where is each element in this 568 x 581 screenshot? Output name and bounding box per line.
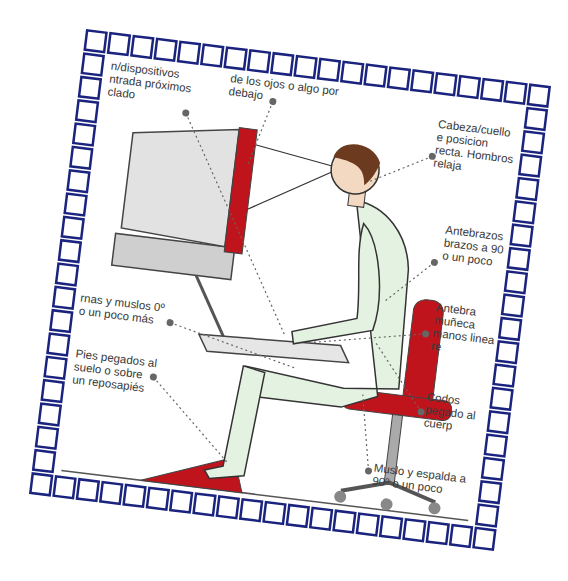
border-tile — [240, 499, 262, 521]
callout-label: Antebra muñeca manos linea re — [430, 301, 498, 360]
border-tile — [59, 240, 81, 262]
border-tile — [48, 334, 70, 356]
border-tile — [528, 85, 550, 107]
border-tile — [45, 357, 67, 379]
border-tile — [474, 528, 496, 550]
border-tile — [519, 155, 541, 177]
border-tile — [479, 481, 501, 503]
torso-thigh — [240, 189, 421, 414]
border-tile — [62, 217, 84, 239]
leader-lines — [144, 91, 456, 486]
border-tile — [505, 271, 527, 293]
border-tile — [56, 264, 78, 286]
border-tile — [33, 450, 55, 472]
border-tile — [508, 248, 530, 270]
border-tile — [82, 54, 104, 76]
border-tile — [68, 170, 90, 192]
lower-leg — [203, 363, 265, 484]
border-tile — [499, 318, 521, 340]
border-tile — [494, 365, 516, 387]
border-tile — [39, 404, 61, 426]
border-tile — [271, 53, 293, 75]
border-tile — [70, 147, 92, 169]
border-tile — [427, 522, 449, 544]
border-tile — [502, 295, 524, 317]
border-tile — [485, 435, 507, 457]
border-tile — [54, 476, 76, 498]
border-tile — [341, 62, 363, 84]
border-tile — [194, 494, 216, 516]
border-tile — [505, 82, 527, 104]
border-tile — [404, 519, 426, 541]
border-tile — [79, 77, 101, 99]
border-tile — [488, 411, 510, 433]
callout-label: Antebrazos brazos a 90 o un poco — [442, 224, 508, 270]
monitor-screen — [121, 117, 240, 247]
chair-wheel — [334, 490, 347, 503]
callout-label: Cabeza/cuello e posicion recta. Hombros … — [433, 118, 521, 180]
border-tile — [36, 427, 58, 449]
border-tile — [365, 65, 387, 87]
border-tile — [525, 108, 547, 130]
border-tile — [357, 514, 379, 536]
border-tile — [225, 48, 247, 70]
border-tile — [178, 42, 200, 64]
arm — [290, 216, 388, 353]
border-tile — [201, 45, 223, 67]
border-tile — [310, 508, 332, 530]
border-tile — [334, 511, 356, 533]
border-tile — [482, 458, 504, 480]
sight-line — [248, 158, 341, 220]
border-tile — [108, 33, 130, 55]
border-tile — [491, 388, 513, 410]
callout-label: Codos pegado al cuerp — [423, 391, 487, 437]
border-tile — [380, 516, 402, 538]
border-tile — [496, 341, 518, 363]
border-tile — [522, 131, 544, 153]
hair — [331, 142, 382, 187]
background — [28, 28, 552, 552]
border-tile — [264, 502, 286, 524]
border-tile — [481, 79, 503, 101]
tray-arm — [189, 275, 231, 337]
border-tile — [147, 488, 169, 510]
border-tile — [50, 310, 72, 332]
ergonomics-illustration — [28, 28, 552, 552]
border-tile — [76, 100, 98, 122]
border-tile — [155, 39, 177, 61]
leader-dots — [141, 87, 460, 480]
border-tile — [511, 225, 533, 247]
border-tile — [73, 124, 95, 146]
border-tile — [476, 505, 498, 527]
border-tile — [514, 201, 536, 223]
chair-wheel — [428, 502, 441, 515]
border-tile — [411, 70, 433, 92]
border-tile — [435, 73, 457, 95]
border-tile — [85, 30, 107, 52]
tiled-frame: n/dispositivos ntrada próximos cladode l… — [28, 28, 552, 552]
border-tile — [450, 525, 472, 547]
border-tile — [124, 485, 146, 507]
border-tile — [287, 505, 309, 527]
border-tile — [217, 496, 239, 518]
tile-border — [28, 28, 552, 552]
border-tile — [65, 194, 87, 216]
sight-line — [254, 145, 342, 169]
border-tile — [458, 76, 480, 98]
border-tile — [30, 474, 52, 496]
border-tile — [170, 491, 192, 513]
border-tile — [100, 482, 122, 504]
border-tile — [388, 68, 410, 90]
border-tile — [318, 59, 340, 81]
border-tile — [248, 50, 270, 72]
border-tile — [131, 36, 153, 58]
border-tile — [77, 479, 99, 501]
monitor-back — [224, 128, 257, 254]
border-tile — [295, 56, 317, 78]
border-tile — [516, 178, 538, 200]
border-tile — [42, 380, 64, 402]
chair-wheel — [380, 498, 393, 511]
border-tile — [53, 287, 75, 309]
